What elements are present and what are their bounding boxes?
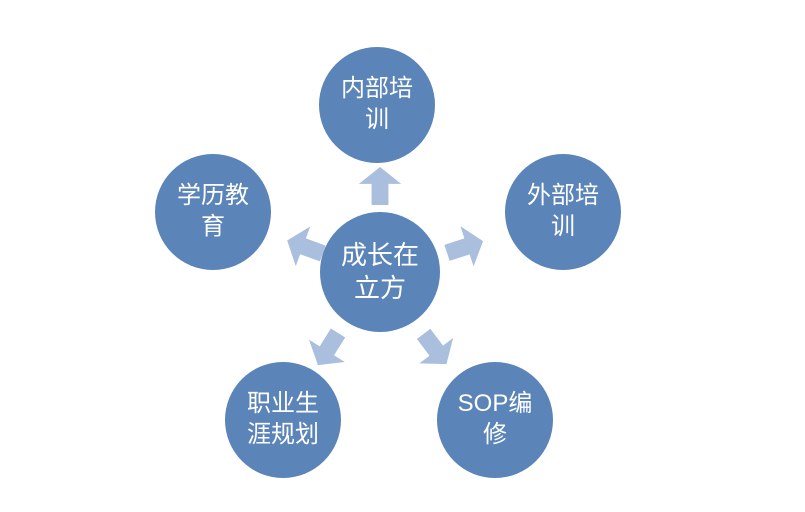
node-label: 学历教育 xyxy=(177,182,249,240)
arrow-to-bottom-right xyxy=(406,321,464,378)
arrow-to-top xyxy=(358,167,402,205)
node-sop-revision: SOP编修 xyxy=(437,362,553,478)
arrow-up-icon xyxy=(358,167,402,205)
node-academic-education: 学历教育 xyxy=(155,154,271,270)
arrow-down-right-icon xyxy=(416,328,454,365)
arrow-to-right xyxy=(440,220,490,274)
node-label: 外部培训 xyxy=(527,182,599,240)
node-label: 内部培训 xyxy=(341,75,413,133)
node-label: 职业生涯规划 xyxy=(247,390,319,448)
node-label: SOP编修 xyxy=(457,390,533,448)
arrow-to-left xyxy=(280,220,331,274)
arrow-to-bottom-left xyxy=(299,321,356,377)
node-center: 成长在立方 xyxy=(320,212,440,332)
node-internal-training: 内部培训 xyxy=(319,47,435,163)
node-external-training: 外部培训 xyxy=(505,154,621,270)
node-career-planning: 职业生涯规划 xyxy=(225,362,341,478)
arrow-up-right-icon xyxy=(444,226,484,267)
arrow-down-left-icon xyxy=(308,328,346,366)
node-center-label: 成长在立方 xyxy=(340,239,419,303)
arrow-up-left-icon xyxy=(287,226,326,267)
